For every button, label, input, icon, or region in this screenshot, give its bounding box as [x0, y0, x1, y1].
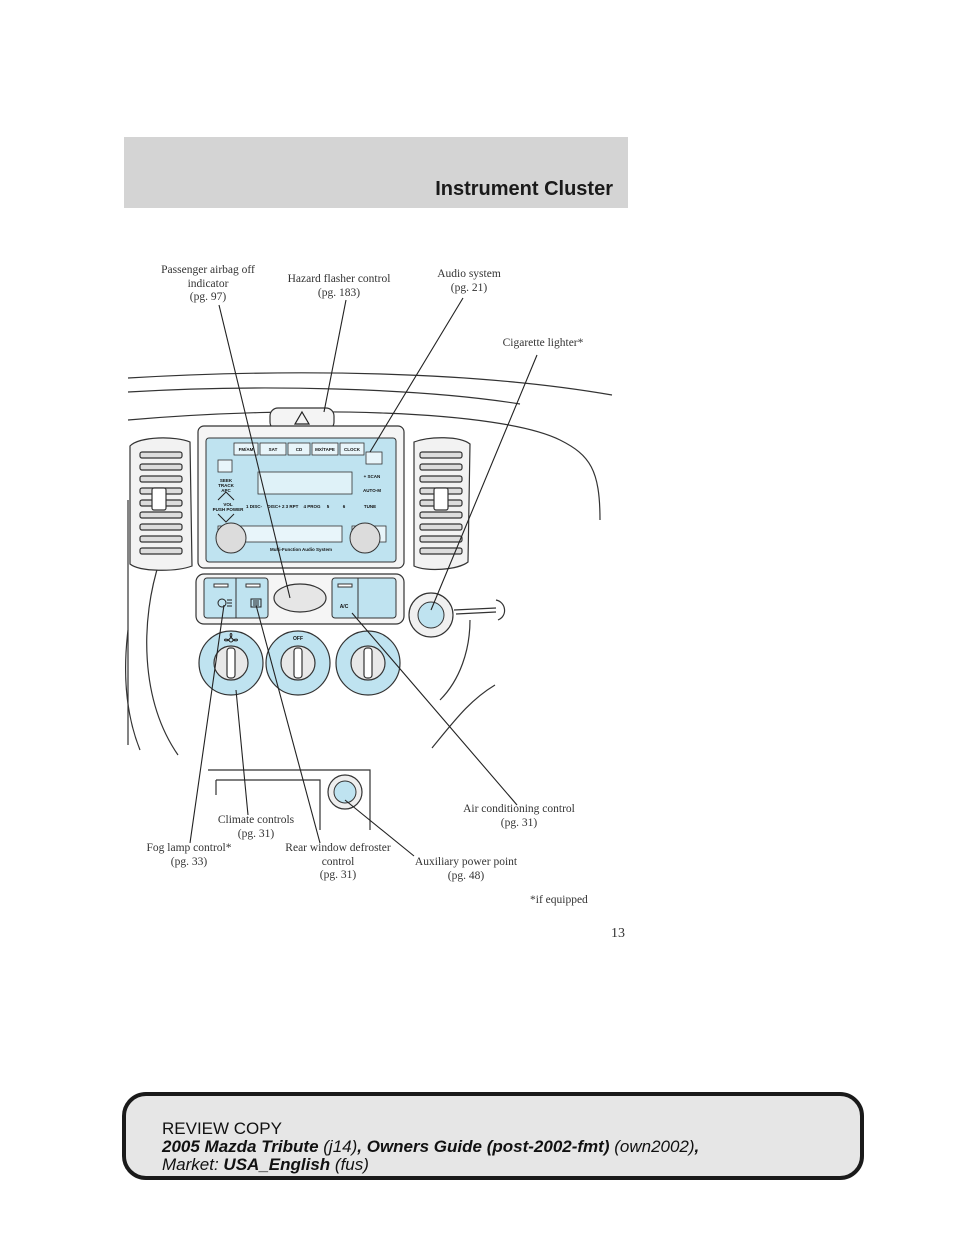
market-label: Market: [162, 1155, 219, 1174]
callout-text: control [321, 855, 355, 868]
footnote: *if equipped [530, 894, 588, 906]
aux-power-panel [208, 769, 371, 830]
right-vent [413, 437, 471, 571]
callout-text: Audio system [437, 268, 501, 280]
radio-label-automem: AUTO-M [363, 488, 381, 493]
fan-speed-knob [198, 630, 264, 696]
left-vent [129, 437, 193, 571]
radio-label-tune: TUNE [364, 504, 376, 509]
callout-text: Climate controls [217, 814, 295, 826]
radio-preset-6[interactable]: 6 [343, 504, 346, 509]
radio-label-vol: VOL [223, 502, 233, 507]
radio-button-clock[interactable]: CLOCK [344, 447, 361, 452]
callout-text: Air conditioning control [463, 803, 575, 815]
audio-unit: FM/AM SAT CD MX/TAPE CLOCK SEEK TRACK AP… [197, 425, 405, 569]
market-code: (fus) [334, 1155, 369, 1174]
separator-comma: , [694, 1137, 700, 1156]
market-value: USA_English [223, 1155, 331, 1174]
ac-label: A/C [340, 604, 349, 610]
callout-text: Auxiliary power point [414, 856, 518, 868]
callout-audio: Audio system (pg. 21) [420, 268, 518, 295]
callout-fog-lamp: Fog lamp control* (pg. 33) [136, 842, 242, 869]
radio-label-track: TRACK [218, 483, 234, 488]
callout-hazard: Hazard flasher control (pg. 183) [276, 273, 402, 300]
radio-label-apc: APC [221, 488, 231, 493]
mode-knob: OFF [265, 630, 331, 696]
radio-preset-1[interactable]: 1 DISC- [246, 504, 263, 509]
callout-cigarette: Cigarette lighter* [492, 337, 594, 351]
hazard-button [269, 407, 335, 431]
page-title: Instrument Cluster [435, 178, 613, 200]
callout-rear-defroster: Rear window defroster control (pg. 31) [274, 842, 402, 883]
callout-text: (pg. 31) [500, 816, 538, 829]
callout-text: (pg. 31) [237, 827, 275, 840]
callout-passenger-airbag: Passenger airbag off indicator (pg. 97) [150, 264, 266, 305]
climate-button-panel: A/C [195, 573, 405, 625]
radio-preset-3[interactable]: 3 RPT [286, 504, 299, 509]
callout-text: indicator [187, 277, 229, 290]
header-band: Instrument Cluster [124, 137, 628, 208]
radio-system-name: Multi-Function Audio System [270, 547, 332, 552]
radio-preset-2[interactable]: DISC+ 2 [267, 504, 285, 509]
review-market-line: Market: USA_English (fus) [162, 1156, 824, 1174]
guide-name: , Owners Guide (post-2002-fmt) [357, 1137, 610, 1156]
cigarette-lighter [408, 592, 454, 638]
temperature-knob [335, 630, 401, 696]
vehicle-name: 2005 Mazda Tribute [162, 1137, 319, 1156]
radio-button-fmam[interactable]: FM/AM [239, 447, 254, 452]
callout-text: (pg. 183) [317, 286, 361, 299]
radio-button-mxtape[interactable]: MX/TAPE [315, 447, 335, 452]
callout-air-conditioning: Air conditioning control (pg. 31) [455, 803, 583, 830]
callout-text: Cigarette lighter* [502, 337, 584, 349]
radio-label-scan: + SCAN [364, 474, 381, 479]
radio-label-power: PUSH POWER [213, 507, 245, 512]
radio-label-seek: SEEK [220, 478, 233, 483]
radio-preset-4[interactable]: 4 PROG [303, 504, 321, 509]
review-vehicle-line: 2005 Mazda Tribute (j14), Owners Guide (… [162, 1138, 824, 1156]
callout-text: Hazard flasher control [287, 273, 391, 285]
page-number: 13 [611, 926, 625, 941]
mode-off-label: OFF [293, 636, 303, 642]
callout-aux-power: Auxiliary power point (pg. 48) [404, 856, 528, 883]
callout-text: (pg. 21) [450, 281, 488, 294]
callout-text: (pg. 97) [189, 291, 227, 303]
callout-text: (pg. 31) [319, 869, 357, 881]
callout-text: Rear window defroster [285, 842, 391, 854]
fan-icon [224, 633, 238, 643]
radio-button-sat[interactable]: SAT [269, 447, 278, 452]
review-copy-label: REVIEW COPY [162, 1119, 282, 1138]
callout-text: (pg. 48) [447, 869, 485, 882]
callout-climate: Climate controls (pg. 31) [206, 814, 306, 841]
callout-text: Passenger airbag off [161, 264, 255, 276]
guide-code: (own2002) [614, 1137, 695, 1156]
radio-preset-5[interactable]: 5 [327, 504, 330, 509]
review-copy-box: REVIEW COPY 2005 Mazda Tribute (j14), Ow… [122, 1092, 864, 1180]
radio-button-cd[interactable]: CD [296, 447, 303, 452]
callout-text: Fog lamp control* [146, 842, 232, 854]
vehicle-code: (j14) [323, 1137, 358, 1156]
fog-lamp-icon [217, 598, 232, 608]
callout-text: (pg. 33) [170, 855, 208, 868]
